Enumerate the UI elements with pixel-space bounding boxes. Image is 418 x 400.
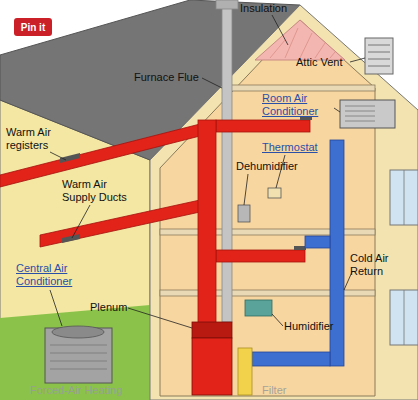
grille-line	[345, 111, 375, 112]
air-register	[60, 153, 80, 163]
ac-fins	[50, 345, 107, 369]
supply-duct	[40, 200, 200, 247]
fin	[50, 353, 107, 354]
return-riser	[330, 140, 344, 366]
hatch-line	[270, 40, 285, 58]
callout-label: Humidifier	[284, 320, 350, 333]
hatch-line	[300, 33, 312, 58]
supply-duct	[0, 124, 200, 187]
callout-label: Forced-Air Heating	[30, 384, 150, 397]
louver	[368, 66, 390, 67]
insulation-hatch	[270, 28, 335, 58]
room-ac-unit	[340, 100, 395, 128]
supply-duct	[216, 250, 305, 262]
leader-line	[50, 290, 62, 326]
ac-fan	[52, 326, 104, 338]
callout-label: Thermostat	[262, 141, 332, 154]
callout-label: Cold Air Return	[350, 252, 400, 278]
leader-line	[334, 108, 340, 112]
lawn	[0, 305, 150, 400]
air-register	[294, 246, 306, 250]
filter-unit	[238, 348, 252, 395]
window	[390, 290, 418, 345]
leader-line	[128, 308, 192, 328]
leader-lines	[50, 15, 365, 328]
attic-floor	[227, 85, 375, 91]
grille-line	[345, 106, 375, 107]
louver	[368, 52, 390, 53]
furnace-flue	[222, 8, 232, 322]
callout-label: Warm Air Supply Ducts	[62, 178, 138, 204]
supply-trunk	[198, 120, 216, 324]
callout-label: Plenum	[90, 301, 140, 314]
grille-line	[345, 116, 375, 117]
return-run	[252, 352, 330, 366]
button-text: Pin it	[21, 22, 45, 33]
return-duct	[252, 140, 344, 366]
callout-label: Warm Air registers	[6, 126, 68, 152]
window-mullion	[404, 290, 405, 345]
callout-label: Attic Vent	[296, 56, 352, 69]
callout-label: Central Air Conditioner	[16, 262, 92, 288]
fin	[50, 345, 107, 346]
fin	[50, 361, 107, 362]
leader-line	[244, 174, 248, 205]
window	[390, 170, 418, 225]
insulation-batt	[255, 20, 345, 60]
vent-louvers	[368, 45, 390, 66]
thermostat-unit	[268, 188, 281, 198]
callout-label: Furnace Flue	[134, 71, 206, 84]
pin-button: Pin it	[14, 18, 52, 36]
leader-line	[272, 15, 288, 45]
leader-line	[50, 152, 66, 160]
humidifier-unit	[245, 300, 272, 316]
return-branch	[305, 236, 330, 248]
leader-line	[350, 58, 365, 62]
leader-line	[202, 78, 222, 88]
callout-label: Dehumidifier	[236, 160, 308, 173]
window-mullion	[404, 170, 405, 225]
fin	[50, 369, 107, 370]
air-register	[62, 234, 80, 243]
leader-line	[272, 314, 283, 326]
plenum	[192, 322, 232, 338]
leader-line	[72, 205, 90, 238]
louver	[368, 45, 390, 46]
ac-grille	[345, 106, 375, 121]
supply-duct	[216, 120, 310, 132]
callout-label: Insulation	[240, 2, 302, 15]
grille-line	[345, 121, 375, 122]
dehumidifier-unit	[238, 205, 250, 222]
callout-label: Filter	[262, 384, 306, 397]
callout-label: Room Air Conditioner	[262, 92, 334, 118]
louver	[368, 59, 390, 60]
hatch-line	[315, 43, 325, 58]
furnace	[192, 338, 232, 395]
flue-cap	[216, 0, 238, 9]
attic-vent	[365, 38, 393, 74]
